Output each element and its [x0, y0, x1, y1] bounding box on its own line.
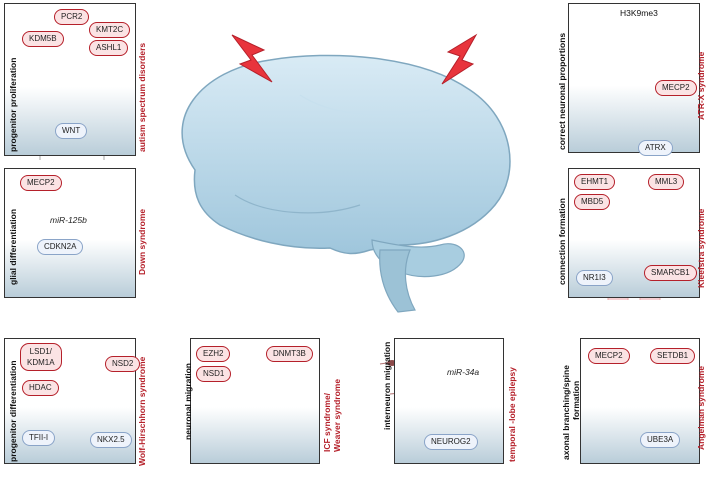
- signal-atrx: ATRX: [638, 140, 673, 156]
- panel-label: interneuron migration: [382, 341, 392, 430]
- signal-wnt: WNT: [55, 123, 88, 139]
- gene-pcr2: PCR2: [54, 9, 90, 25]
- syndrome-label: Angelman syndrome: [696, 365, 706, 450]
- gene-mecp2: MECP2: [20, 175, 62, 191]
- syndrome-label: Wolf-Hirschhorn syndrome: [137, 356, 147, 466]
- brain-illustration: [181, 54, 511, 313]
- signal-neurog2: NEUROG2: [424, 434, 478, 450]
- panel-label: glial differentiation: [8, 208, 18, 285]
- gene-kmt2c: KMT2C: [89, 22, 131, 38]
- gene-kdm1a: KDM1A: [27, 358, 55, 367]
- gene-mbd5: MBD5: [574, 194, 611, 210]
- panel-label-line2: formation: [571, 380, 581, 420]
- signal-cdkn2a: CDKN2A: [37, 239, 84, 255]
- gene-ehmt1: EHMT1: [574, 174, 616, 190]
- gene-nsd2: NSD2: [105, 356, 141, 372]
- gene-smarcb1: SMARCB1: [644, 265, 697, 281]
- panel-label: correct neuronal proportions: [557, 32, 567, 150]
- signal-tfii-i: TFII-I: [22, 430, 56, 446]
- mirna-label: miR-34a: [447, 367, 480, 377]
- syndrome-label: ATR-X syndrome: [696, 51, 706, 120]
- panel-label: neuronal migration: [183, 363, 193, 440]
- syndrome-label: temporal -lobe epilepsy: [507, 367, 517, 462]
- gene-setdb1: SETDB1: [650, 348, 696, 364]
- signal-nr1i3: NR1I3: [576, 270, 613, 286]
- panel-label-line1: axonal branching/spine: [561, 365, 571, 460]
- syndrome-label: Kleefstra syndrome: [696, 208, 706, 288]
- signal-ube3a: UBE3A: [640, 432, 681, 448]
- histone-mark: H3K9me3: [620, 8, 658, 18]
- gene-mecp2: MECP2: [655, 80, 697, 96]
- gene-ezh2: EZH2: [196, 346, 231, 362]
- lightning-icon-left: [231, 34, 273, 83]
- syndrome-label: Down syndrome: [137, 208, 147, 275]
- gene-mml3: MML3: [648, 174, 685, 190]
- syndrome-label-line2: Weaver syndrome: [332, 378, 342, 452]
- signal-nkx2-5: NKX2.5: [90, 432, 132, 448]
- panel-label: connection formation: [557, 198, 567, 285]
- lightning-icon-right: [441, 33, 478, 85]
- gene-lsd1-kdm1a: LSD1/ KDM1A: [20, 343, 62, 371]
- gene-hdac: HDAC: [22, 380, 59, 396]
- gene-kdm5b: KDM5B: [22, 31, 64, 47]
- panel-correct-neuronal-proportions: [568, 3, 700, 153]
- panel-label: progenitor proliferation: [8, 57, 18, 152]
- mirna-label: miR-125b: [50, 215, 87, 225]
- syndrome-label: autism spectrum disorders: [137, 42, 147, 152]
- gene-nsd1: NSD1: [196, 366, 232, 382]
- panel-glial-differentiation: [4, 168, 136, 298]
- gene-mecp2: MECP2: [588, 348, 630, 364]
- gene-lsd1: LSD1/: [29, 347, 52, 356]
- gene-ashl1: ASHL1: [89, 40, 129, 56]
- syndrome-label-line1: ICF syndrome/: [322, 392, 332, 452]
- panel-label: progenitor differentiation: [8, 360, 18, 462]
- gene-dnmt3b: DNMT3B: [266, 346, 313, 362]
